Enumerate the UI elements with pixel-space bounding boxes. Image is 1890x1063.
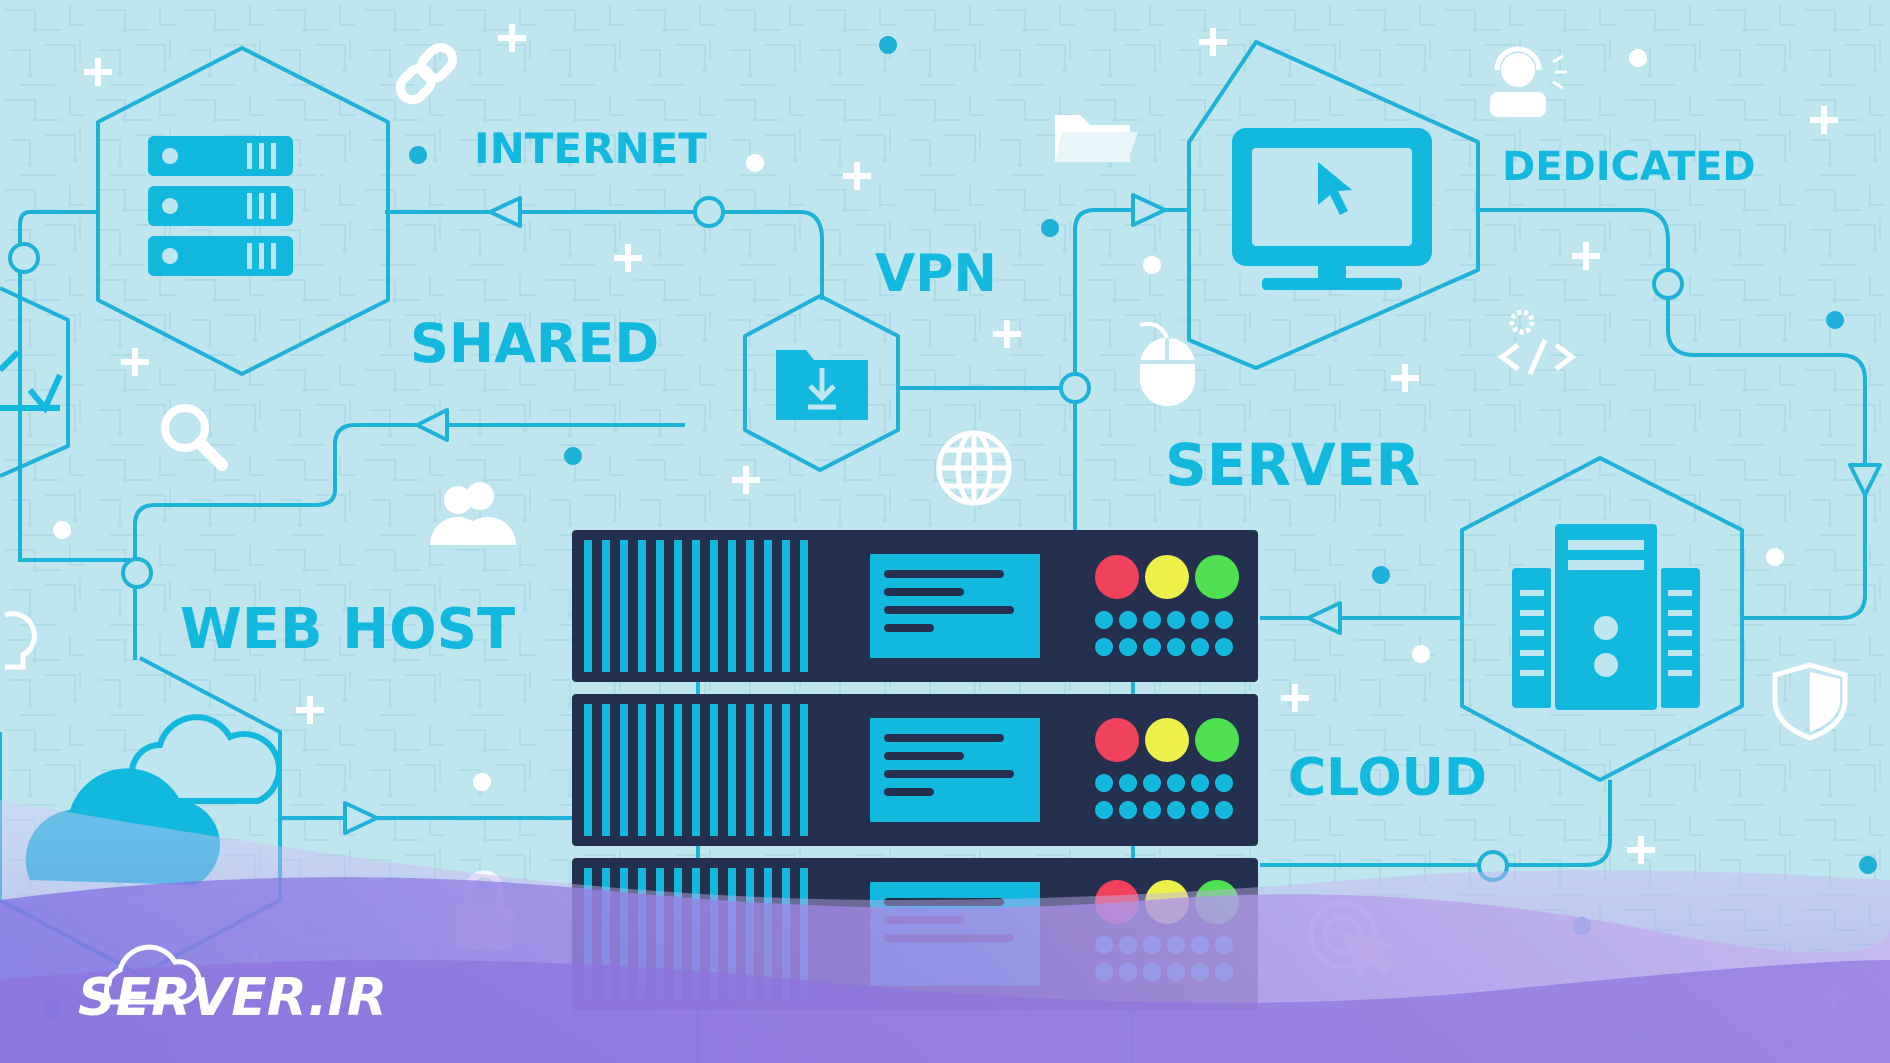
monitor-cursor-icon (1232, 128, 1432, 290)
users-icon (430, 482, 516, 545)
folder-download-icon (776, 350, 868, 420)
label-dedicated: DEDICATED (1502, 144, 1756, 190)
dot-decorations (43, 36, 1877, 1019)
label-cloud: CLOUD (1288, 748, 1487, 808)
shield-icon (1772, 662, 1848, 741)
server-unit-1 (572, 530, 1258, 682)
folder-icon (1055, 115, 1138, 162)
sync-arrows-icon (0, 349, 63, 414)
label-server: SERVER (1165, 431, 1420, 499)
connection-nodes (8, 196, 1684, 882)
label-shared: SHARED (410, 312, 659, 375)
tower-server-icon (1512, 520, 1700, 714)
code-icon (1497, 309, 1577, 376)
label-web-host: WEB HOST (180, 597, 515, 662)
logo-text: SERVER.IR (78, 968, 387, 1028)
link-icon (395, 42, 458, 105)
globe-icon (936, 430, 1012, 506)
server-rack-icon (148, 136, 345, 276)
plus-decorations (84, 24, 1847, 1008)
lightbulb-icon (4, 611, 37, 670)
wave-overlay (0, 800, 1890, 1063)
search-icon (161, 404, 228, 471)
server-ir-logo: SERVER.IR (78, 944, 387, 1028)
label-internet: INTERNET (474, 124, 707, 173)
mouse-icon (1139, 321, 1195, 406)
label-vpn: VPN (875, 244, 997, 304)
server-unit-2 (572, 694, 1258, 846)
arrow-heads (343, 193, 1882, 835)
support-agent-icon (1490, 46, 1567, 117)
